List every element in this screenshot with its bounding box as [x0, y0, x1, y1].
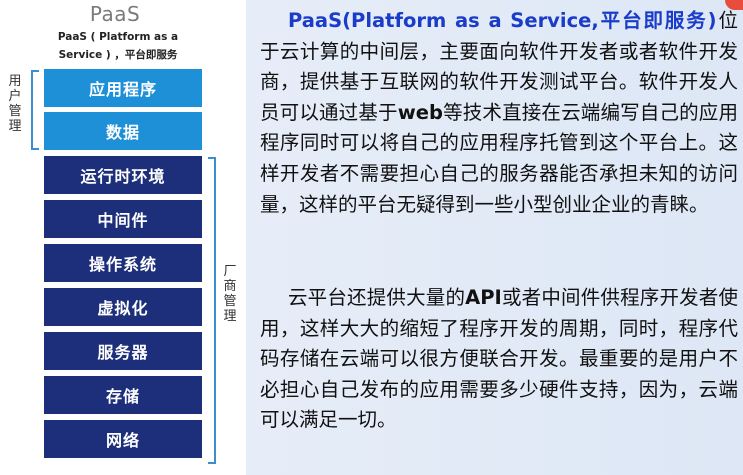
diagram-title: PaaS — [89, 2, 141, 26]
paragraph-2-text-a: 云平台还提供大量的 — [288, 286, 466, 309]
paragraph-1-text-a: 位于云计算的中间层，主要面向软件开发者或者软件开发商，提供基于互联网的软件开发测… — [260, 9, 738, 124]
vendor-bracket — [208, 157, 216, 464]
user-bracket — [31, 70, 39, 150]
vendor-managed-label: 厂商管理 — [223, 264, 237, 324]
paas-diagram: PaaS PaaS ( Platform as a Service ) ，平台即… — [0, 0, 246, 475]
paragraph-2-text-b: 或者中间件供程序开发者使用，这样大大的缩短了程序开发的周期，同时，程序代码存储在… — [260, 286, 738, 432]
layer-middleware: 中间件 — [44, 200, 202, 238]
corner-decoration — [725, 0, 743, 10]
layer-virtualization: 虚拟化 — [44, 288, 202, 326]
diagram-subtitle-line2: Service ) ，平台即服务 — [58, 49, 178, 61]
layer-network: 网络 — [44, 420, 202, 458]
layer-storage: 存储 — [44, 376, 202, 414]
layer-data: 数据 — [44, 112, 202, 150]
paragraph-2: 云平台还提供大量的API或者中间件供程序开发者使用，这样大大的缩短了程序开发的周… — [260, 283, 738, 436]
layer-os: 操作系统 — [44, 244, 202, 282]
layer-application: 应用程序 — [44, 69, 202, 107]
diagram-subtitle: PaaS ( Platform as a Service ) ，平台即服务 — [38, 28, 198, 64]
paragraph-1: PaaS(Platform as a Service,平台即服务)位于云计算的中… — [260, 6, 738, 220]
paragraph-1-text-b: 等技术直接在云端编写自己的应用程序同时可以将自己的应用程序托管到这个平台上。这样… — [260, 100, 738, 216]
layer-runtime: 运行时环境 — [44, 156, 202, 194]
paas-definition-highlight: PaaS(Platform as a Service,平台即服务) — [288, 9, 717, 32]
user-managed-label: 用户管理 — [8, 74, 22, 134]
layer-servers: 服务器 — [44, 332, 202, 370]
paragraph-1-web: web — [397, 100, 443, 124]
diagram-subtitle-line1: PaaS ( Platform as a — [57, 31, 179, 43]
paragraph-2-api: API — [465, 286, 502, 309]
text-panel: PaaS(Platform as a Service,平台即服务)位于云计算的中… — [246, 0, 743, 475]
